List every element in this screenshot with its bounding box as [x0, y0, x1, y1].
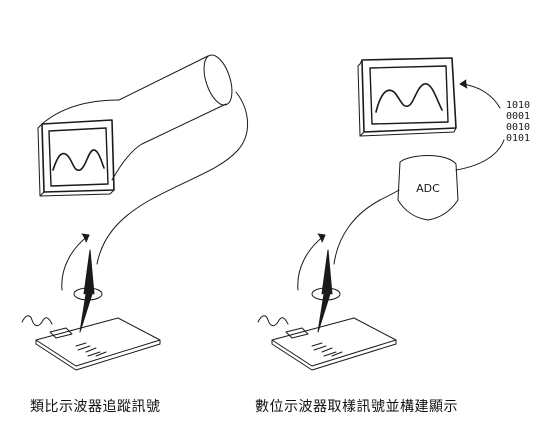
digital-input-signal: [257, 315, 289, 327]
binary-line: 0010: [506, 122, 530, 133]
analog-probe-cable: [96, 91, 249, 265]
binary-line: 0101: [506, 133, 530, 144]
digital-probe: [311, 249, 341, 333]
digital-motion-arrow: [297, 233, 326, 291]
data-to-display-arrow: [459, 79, 501, 109]
analog-probe: [73, 249, 103, 333]
digital-oscilloscope-panel: [257, 57, 505, 371]
digital-probe-cable: [333, 189, 400, 265]
digital-caption: 數位示波器取樣訊號並構建顯示: [255, 399, 458, 415]
adc-output-cable: [455, 139, 505, 171]
binary-line: 1010: [506, 100, 530, 111]
adc-label: ADC: [416, 182, 440, 195]
adc-box: [397, 155, 459, 221]
analog-oscilloscope-panel: [21, 54, 249, 371]
crt-waveform: [52, 149, 105, 172]
analog-motion-arrow: [61, 233, 90, 291]
analog-caption: 類比示波器追蹤訊號: [30, 399, 161, 415]
binary-data-readout: 1010 0001 0010 0101: [506, 100, 530, 144]
digital-waveform: [375, 83, 443, 113]
binary-line: 0001: [506, 111, 530, 122]
analog-input-signal: [21, 315, 53, 327]
digital-display: [357, 57, 457, 137]
analog-circuit-board: [35, 317, 161, 371]
crt-tube: [37, 54, 233, 197]
digital-circuit-board: [271, 317, 397, 371]
